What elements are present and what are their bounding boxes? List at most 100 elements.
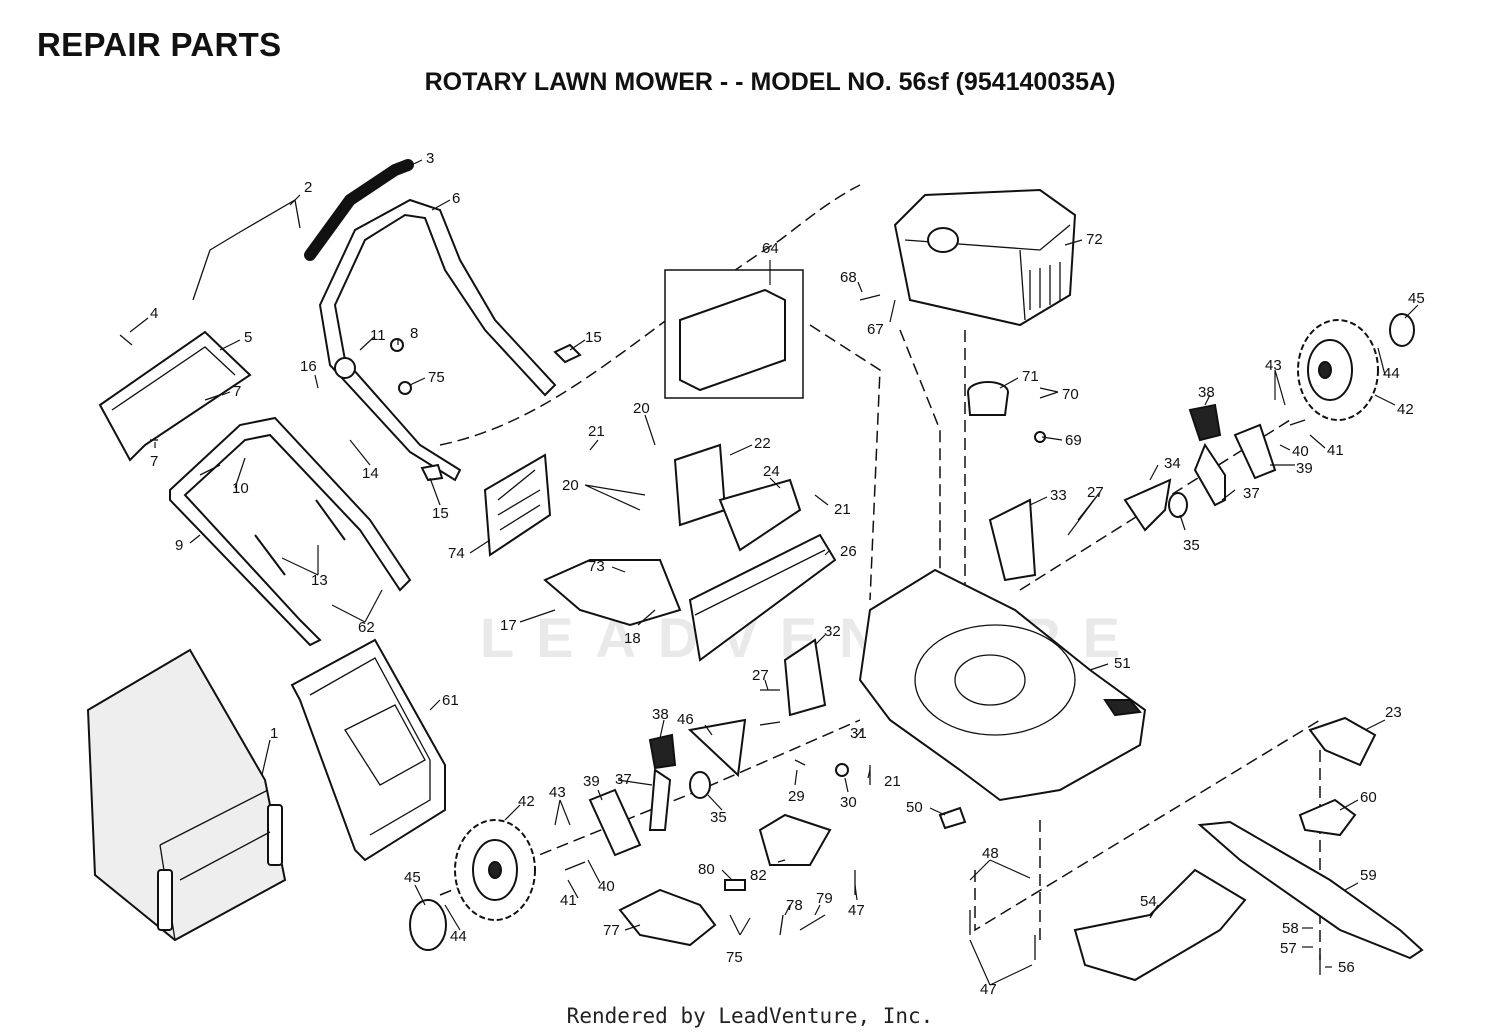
callout-11: 11 — [370, 327, 386, 344]
callout-46: 46 — [677, 711, 694, 728]
footer-credit: Rendered by LeadVenture, Inc. — [566, 1004, 934, 1028]
callout-82: 82 — [750, 867, 767, 884]
callout-35a: 35 — [1183, 537, 1200, 554]
callout-15a: 15 — [585, 329, 602, 346]
rear-door — [688, 533, 837, 662]
callout-62: 62 — [358, 619, 375, 636]
callout-70: 70 — [1062, 386, 1079, 403]
callout-47b: 47 — [980, 981, 997, 998]
callout-37b: 37 — [615, 771, 632, 788]
callout-21b: 21 — [834, 501, 851, 518]
air-filter — [618, 888, 717, 947]
callout-75b: 75 — [726, 949, 743, 966]
callout-67: 67 — [867, 321, 884, 338]
callout-18: 18 — [624, 630, 641, 647]
callout-59: 59 — [1360, 867, 1377, 884]
callout-64: 64 — [762, 240, 779, 257]
lower-handle — [169, 416, 412, 647]
wheel-front — [409, 819, 536, 951]
callout-10: 10 — [232, 480, 249, 497]
callout-1: 1 — [270, 725, 278, 742]
callout-61: 61 — [442, 692, 459, 709]
callout-21a: 21 — [588, 423, 605, 440]
bag-frame — [290, 638, 446, 862]
callout-40b: 40 — [598, 878, 615, 895]
callout-4: 4 — [150, 305, 158, 322]
handle-grip — [304, 159, 414, 261]
bolts-misc — [119, 294, 1321, 975]
engine — [893, 188, 1077, 327]
callout-15b: 15 — [432, 505, 449, 522]
callout-44b: 44 — [450, 928, 467, 945]
callout-41a: 41 — [1327, 442, 1344, 459]
callout-56: 56 — [1338, 959, 1355, 976]
callout-7b: 7 — [150, 453, 158, 470]
callout-6: 6 — [452, 190, 460, 207]
callout-79: 79 — [816, 890, 833, 907]
callout-45a: 45 — [1408, 290, 1425, 307]
callout-23: 23 — [1385, 704, 1402, 721]
callout-73: 73 — [588, 558, 605, 575]
callout-78: 78 — [786, 897, 803, 914]
callout-29: 29 — [788, 788, 805, 805]
callout-39b: 39 — [583, 773, 600, 790]
axle-brackets — [783, 498, 1037, 717]
callout-57: 57 — [1280, 940, 1297, 957]
callout-41b: 41 — [560, 892, 577, 909]
callout-42a: 42 — [1397, 401, 1414, 418]
assembly-line-bag — [809, 324, 881, 601]
callout-33: 33 — [1050, 487, 1067, 504]
callout-77: 77 — [603, 922, 620, 939]
callout-24: 24 — [763, 463, 780, 480]
mower-deck — [858, 568, 1147, 802]
leader-lines — [129, 159, 1419, 986]
callout-13: 13 — [311, 572, 328, 589]
assembly-line-blade — [974, 719, 1321, 932]
callout-17: 17 — [500, 617, 517, 634]
callout-40a: 40 — [1292, 443, 1309, 460]
callout-45b: 45 — [404, 869, 421, 886]
callout-60: 60 — [1360, 789, 1377, 806]
wheel-rear — [1297, 313, 1415, 421]
callout-80: 80 — [698, 861, 715, 878]
blade-adapter — [1308, 716, 1377, 767]
callout-labels: 1 2 3 6 4 5 7 7 8 11 16 75 15 10 9 14 15… — [150, 150, 1425, 998]
callout-38a: 38 — [1198, 384, 1215, 401]
callout-48: 48 — [982, 845, 999, 862]
assembly-line-engine — [899, 329, 941, 600]
hinge-bracket — [543, 443, 802, 627]
callout-71: 71 — [1022, 368, 1039, 385]
callout-31: 31 — [850, 725, 867, 742]
grass-catcher-bag — [86, 648, 287, 942]
callout-34: 34 — [1164, 455, 1181, 472]
callout-7a: 7 — [233, 383, 241, 400]
upper-handle — [318, 198, 557, 482]
callout-54: 54 — [1140, 893, 1157, 910]
callout-50: 50 — [906, 799, 923, 816]
page-title: REPAIR PARTS — [37, 26, 282, 63]
baffle — [1073, 868, 1247, 982]
callout-20a: 20 — [633, 400, 650, 417]
callout-35b: 35 — [710, 809, 727, 826]
callout-5: 5 — [244, 329, 252, 346]
callout-32: 32 — [824, 623, 841, 640]
callout-58: 58 — [1282, 920, 1299, 937]
callout-2: 2 — [304, 179, 312, 196]
callout-27b: 27 — [752, 667, 769, 684]
callout-20b: 20 — [562, 477, 579, 494]
callout-9: 9 — [175, 537, 183, 554]
callout-75a: 75 — [428, 369, 445, 386]
callout-43b: 43 — [549, 784, 566, 801]
handle-cover — [98, 330, 252, 462]
model-subtitle: ROTARY LAWN MOWER - - MODEL NO. 56sf (95… — [424, 68, 1116, 96]
callout-16: 16 — [300, 358, 317, 375]
callout-3: 3 — [426, 150, 434, 167]
blade — [1197, 820, 1424, 960]
callout-43a: 43 — [1265, 357, 1282, 374]
deflector-plate — [483, 453, 552, 557]
callout-21c: 21 — [884, 773, 901, 790]
callout-8: 8 — [410, 325, 418, 342]
fuel-shroud — [758, 813, 832, 866]
callout-37a: 37 — [1243, 485, 1260, 502]
callout-42b: 42 — [518, 793, 535, 810]
